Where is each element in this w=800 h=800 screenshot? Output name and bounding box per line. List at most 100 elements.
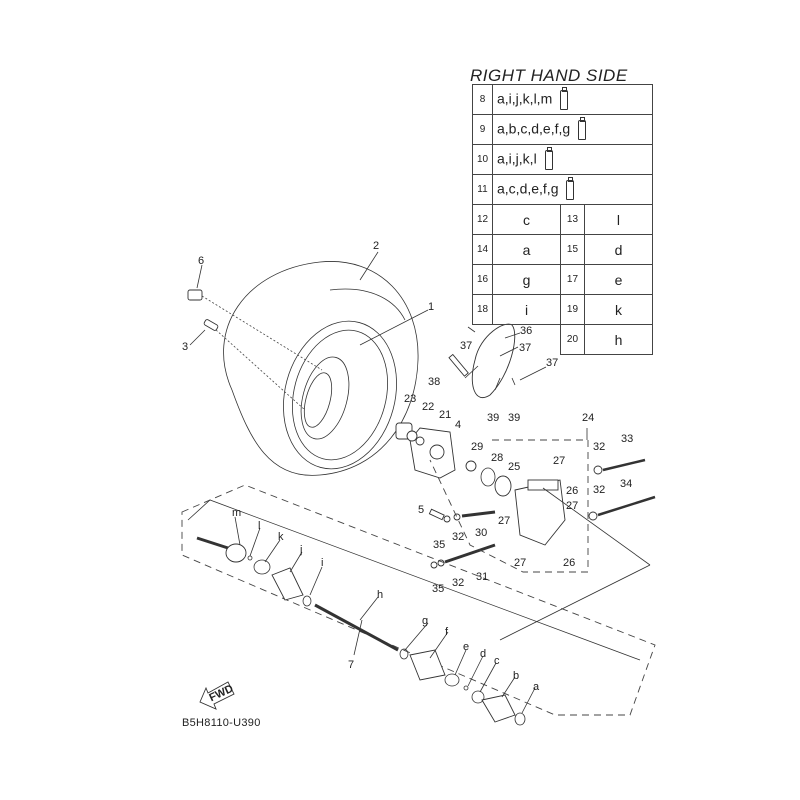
part-letter: k: [583, 294, 654, 325]
shaft-part-31[interactable]: [444, 543, 496, 564]
label-39a: 39: [487, 412, 499, 424]
label-32d: 32: [452, 577, 464, 589]
bolt-part-33[interactable]: [602, 458, 646, 472]
nut-part-6[interactable]: [187, 289, 203, 301]
grease-tube-icon: [544, 146, 553, 170]
part-number: 15: [560, 234, 585, 265]
part-number: 18: [472, 294, 493, 325]
kit-contents-cell: a,b,c,d,e,f,g: [492, 114, 653, 145]
band-part-e[interactable]: [444, 673, 460, 687]
wheel-part-1[interactable]: [267, 308, 412, 481]
circlip-part-a[interactable]: [514, 712, 526, 726]
clip-part-d[interactable]: [463, 685, 469, 691]
band-part-i[interactable]: [302, 595, 312, 607]
bushing-part-27[interactable]: [527, 479, 559, 491]
label-c: c: [494, 655, 500, 667]
label-m: m: [232, 507, 241, 519]
bolt-part-34[interactable]: [597, 495, 656, 517]
label-25: 25: [508, 461, 520, 473]
kit-number: 10: [472, 144, 493, 175]
bearing-part-25[interactable]: [494, 475, 512, 497]
washer-part-32c[interactable]: [453, 513, 461, 521]
label-35b: 35: [432, 583, 444, 595]
washer-part-22[interactable]: [406, 430, 418, 442]
label-37c: 37: [546, 357, 558, 369]
part-number: 19: [560, 294, 585, 325]
shaft-part-h[interactable]: [314, 603, 399, 652]
grease-tube-icon: [578, 116, 587, 140]
part-letter: e: [583, 264, 654, 295]
label-26b: 26: [563, 557, 575, 569]
washer-part-32a[interactable]: [593, 465, 603, 475]
inner-joint-part-b[interactable]: [481, 694, 516, 723]
fwd-label: FWD: [207, 683, 235, 704]
label-4: 4: [455, 419, 461, 431]
kit-number: 8: [472, 84, 493, 115]
label-22: 22: [422, 401, 434, 413]
label-27c: 27: [498, 515, 510, 527]
grease-tube-icon: [560, 86, 569, 110]
label-h: h: [377, 589, 383, 601]
label-d: d: [480, 648, 486, 660]
valve-part-3[interactable]: [203, 319, 219, 331]
grease-tube-icon: [566, 176, 575, 200]
part-number: 17: [560, 264, 585, 295]
bolt-part-5[interactable]: [428, 508, 445, 521]
circlip-part-c[interactable]: [471, 690, 485, 704]
label-3: 3: [182, 341, 188, 353]
label-24: 24: [582, 412, 594, 424]
label-1: 1: [428, 301, 434, 313]
label-37a: 37: [460, 340, 472, 352]
washer-part-21[interactable]: [415, 436, 425, 446]
kit-number: 9: [472, 114, 493, 145]
boot-part-f[interactable]: [409, 649, 446, 681]
label-f: f: [445, 626, 449, 638]
kit-contents-cell: a,i,j,k,l: [492, 144, 653, 175]
label-38: 38: [428, 376, 440, 388]
table-title: RIGHT HAND SIDE: [470, 66, 628, 85]
band-part-k[interactable]: [253, 559, 271, 575]
label-30: 30: [475, 527, 487, 539]
kit-contents: a,c,d,e,f,g: [497, 180, 559, 197]
circlip-part-28[interactable]: [480, 467, 496, 487]
label-26a: 26: [566, 485, 578, 497]
label-a: a: [533, 681, 540, 693]
label-34: 34: [620, 478, 632, 490]
washer-part-32b[interactable]: [588, 511, 598, 521]
clip-part-l[interactable]: [247, 555, 253, 561]
part-letter: a: [491, 234, 562, 265]
nut-part-35b[interactable]: [430, 561, 438, 569]
label-31: 31: [476, 571, 488, 583]
boot-part-j[interactable]: [271, 567, 304, 601]
label-i: i: [321, 557, 323, 569]
part-letter: c: [491, 204, 562, 235]
label-k: k: [278, 531, 284, 543]
outer-joint-part-m[interactable]: [196, 536, 247, 563]
part-number: 13: [560, 204, 585, 235]
pin-part-38[interactable]: [448, 353, 469, 377]
label-39b: 39: [508, 412, 520, 424]
kit-contents-cell: a,c,d,e,f,g: [492, 174, 653, 205]
kit-contents: a,i,j,k,l: [497, 150, 537, 167]
label-27b: 27: [566, 500, 578, 512]
band-part-g[interactable]: [399, 648, 409, 660]
label-5: 5: [418, 504, 424, 516]
label-35a: 35: [433, 539, 445, 551]
tire-part-2[interactable]: [223, 261, 419, 476]
part-letter: i: [491, 294, 562, 325]
part-letter: h: [583, 324, 654, 355]
label-2: 2: [373, 240, 379, 252]
seal-part-29[interactable]: [465, 460, 477, 472]
label-32b: 32: [593, 484, 605, 496]
shaft-part-30[interactable]: [461, 510, 496, 518]
label-32c: 32: [452, 531, 464, 543]
nut-part-35a[interactable]: [443, 515, 451, 523]
